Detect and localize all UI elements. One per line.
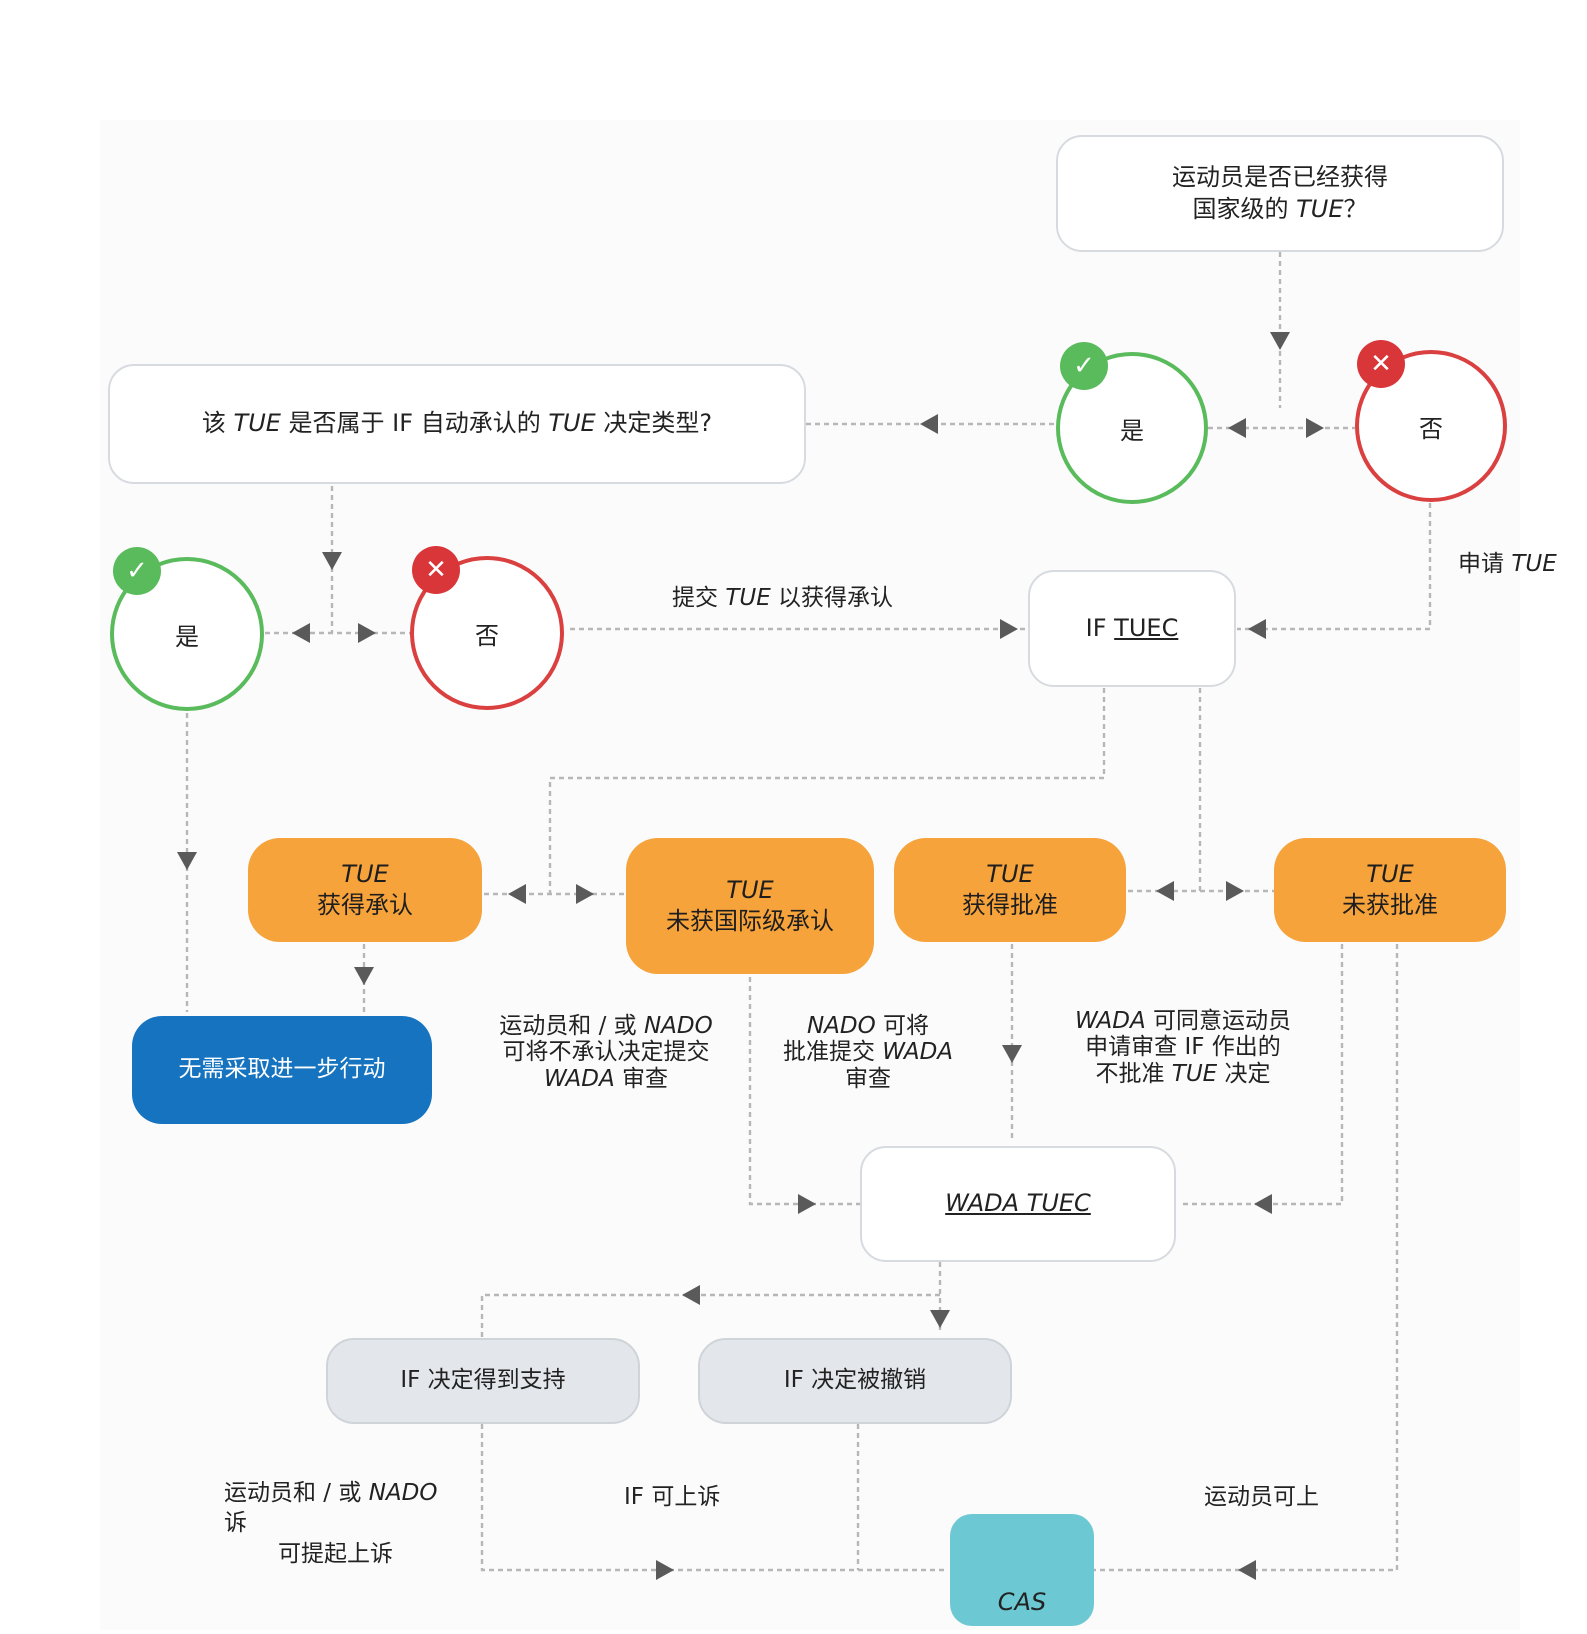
tue-approved: TUE 获得批准 — [894, 838, 1126, 942]
connector — [480, 1424, 948, 1572]
connector — [1237, 503, 1432, 631]
arrowhead — [1002, 1045, 1022, 1063]
arrowhead — [656, 1560, 674, 1580]
arrowhead — [1248, 619, 1266, 639]
question-national-tue: 运动员是否已经获得 国家级的 TUE？ — [1056, 135, 1504, 252]
appeal-athlete-nado-label: 运动员和 / 或 NADO 诉 可提起上诉 — [224, 1480, 438, 1567]
arrowhead — [1228, 418, 1246, 438]
cas-node: CAS — [950, 1514, 1094, 1626]
arrowhead — [508, 884, 526, 904]
arrowhead — [1156, 881, 1174, 901]
check-icon: ✓ — [1060, 342, 1108, 390]
connector — [1092, 944, 1399, 1572]
check-icon: ✓ — [113, 547, 161, 595]
arrowhead — [682, 1285, 700, 1305]
tue-recognized: TUE 获得承认 — [248, 838, 482, 942]
arrowhead — [354, 967, 374, 985]
connector — [480, 1293, 940, 1338]
arrowhead — [292, 623, 310, 643]
tue-not-recognized: TUE 未获国际级承认 — [626, 838, 874, 974]
cross-icon: ✕ — [412, 546, 460, 594]
appeal-if-label: IF 可上诉 — [624, 1484, 721, 1510]
if-tuec-label: IF TUEC — [1085, 613, 1179, 642]
yes-label: 是 — [1120, 416, 1144, 445]
arrowhead — [1238, 1560, 1256, 1580]
arrowhead — [1270, 332, 1290, 350]
apply-tue-label: 申请 TUE — [1458, 551, 1557, 577]
arrowhead — [1226, 881, 1244, 901]
no-label: 否 — [475, 621, 499, 650]
question-auto-recognition: 该 TUE 是否属于 IF 自动承认的 TUE 决定类型? — [108, 364, 806, 484]
arrowhead — [322, 552, 342, 570]
question-line-1: 运动员是否已经获得 — [1172, 163, 1388, 192]
wada-note-approved: NADO 可将 批准提交 WADA 审查 — [782, 1013, 954, 1092]
if-decision-upheld: IF 决定得到支持 — [326, 1338, 640, 1424]
question-line-2: 国家级的 TUE？ — [1192, 194, 1368, 223]
if-decision-reversed: IF 决定被撤销 — [698, 1338, 1012, 1424]
arrowhead — [358, 623, 376, 643]
appeal-athlete-label: 运动员可上 — [1204, 1484, 1319, 1510]
arrowhead — [920, 414, 938, 434]
wada-note-not-approved: WADA 可同意运动员 申请审查 IF 作出的 不批准 TUE 决定 — [1074, 1008, 1292, 1087]
wada-tuec-node: WADA TUEC — [860, 1146, 1176, 1262]
arrowhead — [1306, 418, 1324, 438]
arrowhead — [177, 852, 197, 870]
no-label: 否 — [1419, 414, 1443, 443]
arrowhead — [1000, 619, 1018, 639]
no-action-node: 无需采取进一步行动 — [132, 1016, 432, 1124]
yes-label: 是 — [175, 622, 199, 651]
arrowhead — [930, 1310, 950, 1328]
cross-icon: ✕ — [1357, 340, 1405, 388]
connector — [748, 977, 860, 1206]
arrowhead — [798, 1194, 816, 1214]
arrowhead — [576, 884, 594, 904]
submit-for-recognition-label: 提交 TUE 以获得承认 — [672, 585, 894, 611]
connector — [548, 688, 1106, 894]
if-tuec-node: IF TUEC — [1028, 570, 1236, 687]
wada-note-not-recognized: 运动员和 / 或 NADO 可将不承认决定提交 WADA 审查 — [499, 1013, 713, 1092]
tue-not-approved: TUE 未获批准 — [1274, 838, 1506, 942]
question-text: 该 TUE 是否属于 IF 自动承认的 TUE 决定类型? — [201, 409, 713, 438]
arrowhead — [1254, 1194, 1272, 1214]
